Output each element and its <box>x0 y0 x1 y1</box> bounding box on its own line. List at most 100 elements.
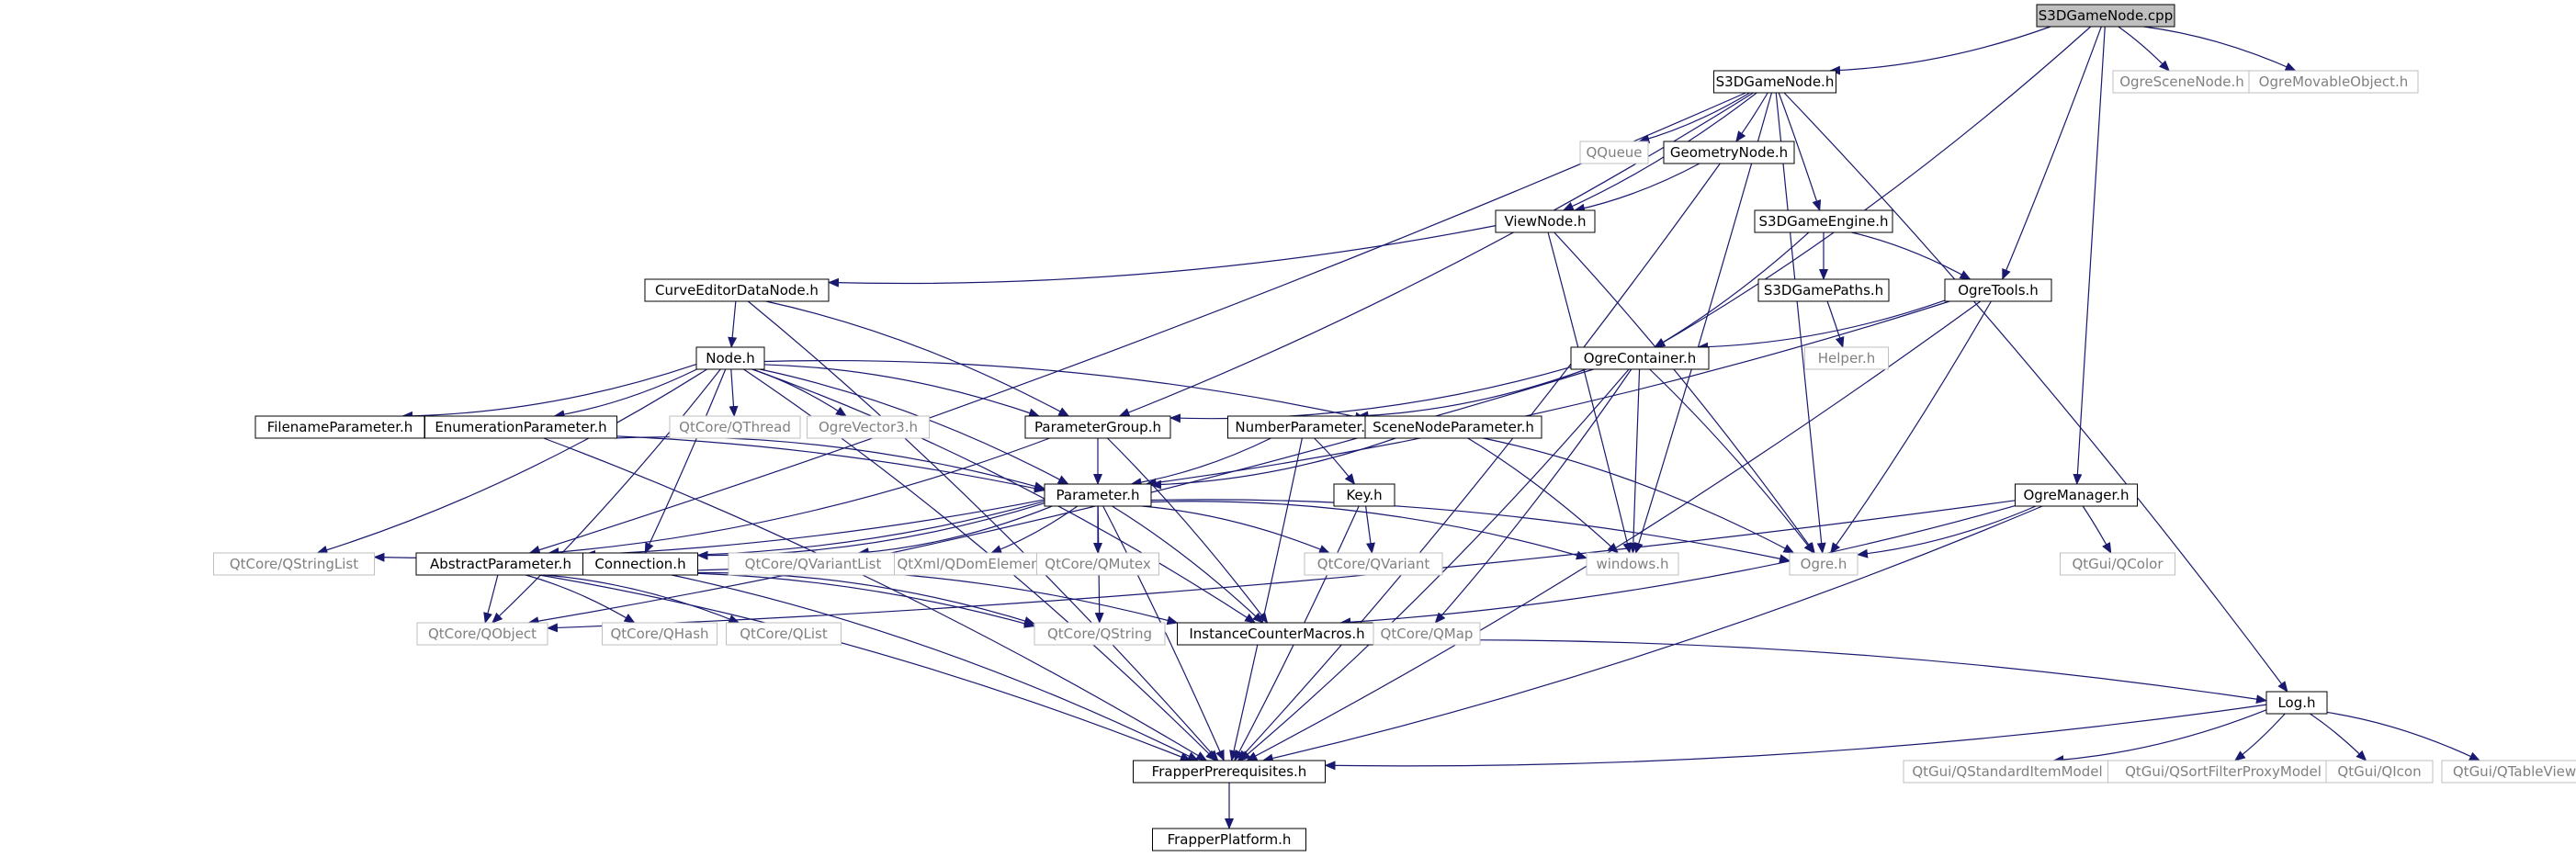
node-viewnode-h[interactable]: ViewNode.h <box>1495 209 1596 233</box>
edge-viewnode-h-to-curveeditordatanode-h <box>828 225 1497 288</box>
edge-ogretools-h-to-frapperprerequisites-h <box>1246 300 1982 761</box>
edge-viewnode-h-to-windows-h <box>1547 231 1633 554</box>
node-s3dgamenode-h[interactable]: S3DGameNode.h <box>1713 70 1836 94</box>
node-label: Connection.h <box>594 556 685 572</box>
node-box <box>1586 552 1679 576</box>
node-qtcore-qlist: QtCore/QList <box>726 622 842 646</box>
node-box <box>2060 552 2175 576</box>
node-qtgui-qstandarditemmodel: QtGui/QStandardItemModel <box>1903 760 2112 784</box>
node-box <box>1036 552 1159 576</box>
node-box <box>2107 760 2339 784</box>
node-box <box>2325 760 2434 784</box>
node-box <box>1133 760 1326 784</box>
node-windows-h: windows.h <box>1586 552 1679 576</box>
node-connection-h[interactable]: Connection.h <box>582 552 698 576</box>
node-box <box>807 415 930 439</box>
node-box <box>1944 278 2052 302</box>
node-box <box>415 552 586 576</box>
node-label: Parameter.h <box>1056 487 1140 503</box>
node-key-h[interactable]: Key.h <box>1333 483 1395 507</box>
node-label: FilenameParameter.h <box>267 419 413 435</box>
edge-parametergroup-h-to-abstractparameter-h <box>548 437 1050 558</box>
edge-log-h-to-qtgui-qtableview <box>2326 711 2480 761</box>
edge-root-to-ogrescenenode-h <box>2118 26 2170 72</box>
node-box <box>1579 141 1649 164</box>
node-log-h[interactable]: Log.h <box>2265 691 2328 715</box>
node-box <box>1333 483 1395 507</box>
edge-curveeditordatanode-h-to-frapperprerequisites-h <box>747 300 1219 761</box>
node-enumerationparameter-h[interactable]: EnumerationParameter.h <box>424 415 617 439</box>
edge-node-h-to-scenenodeparameter-h <box>763 359 1366 422</box>
edge-abstractparameter-h-to-qtcore-qlist <box>545 574 740 624</box>
node-geometrynode-h[interactable]: GeometryNode.h <box>1663 141 1795 164</box>
edge-root-to-ogretools-h <box>2002 26 2102 280</box>
node-label: QtCore/QString <box>1047 626 1152 642</box>
node-ogremanager-h[interactable]: OgreManager.h <box>2015 483 2138 507</box>
node-label: GeometryNode.h <box>1670 144 1788 161</box>
edge-viewnode-h-to-ogre-h <box>1554 231 1815 554</box>
node-instancecountermacros-h[interactable]: InstanceCounterMacros.h <box>1177 622 1377 646</box>
node-box <box>1713 70 1836 94</box>
node-ogrescenenode-h: OgreSceneNode.h <box>2112 70 2252 94</box>
edge-numberparameter-h-to-parameter-h <box>1130 437 1271 488</box>
node-numberparameter-h[interactable]: NumberParameter.h <box>1227 415 1382 439</box>
edge-ogretools-h-to-ogrecontainer-h <box>1697 299 1946 352</box>
edge-s3dgameengine-h-to-ogretools-h <box>1851 231 1972 280</box>
node-qtcore-qstring: QtCore/QString <box>1034 622 1166 646</box>
node-frapperprerequisites-h[interactable]: FrapperPrerequisites.h <box>1133 760 1326 784</box>
edge-root-to-s3dgamenode-h <box>1829 26 2051 75</box>
edge-root-to-ogremovableobject-h <box>2143 26 2297 72</box>
node-label: FrapperPlatform.h <box>1168 831 1292 848</box>
node-box <box>1663 141 1795 164</box>
node-box <box>1024 415 1171 439</box>
node-label: ParameterGroup.h <box>1034 419 1161 435</box>
node-box <box>644 278 830 302</box>
node-abstractparameter-h[interactable]: AbstractParameter.h <box>415 552 586 576</box>
node-filenameparameter-h[interactable]: FilenameParameter.h <box>254 415 425 439</box>
node-box <box>254 415 425 439</box>
edge-node-h-to-enumerationparameter-h <box>553 368 697 420</box>
node-box <box>2441 760 2576 784</box>
edges-layer <box>316 26 2480 829</box>
node-label: QtGui/QStandardItemModel <box>1912 763 2102 780</box>
edge-numberparameter-h-to-frapperprerequisites-h <box>1229 437 1303 761</box>
edge-node-h-to-qtcore-qobject <box>491 368 721 624</box>
node-frapperplatform-h[interactable]: FrapperPlatform.h <box>1152 828 1306 851</box>
node-node-h[interactable]: Node.h <box>695 346 765 370</box>
node-qtgui-qsortfilterproxymodel: QtGui/QSortFilterProxyModel <box>2107 760 2339 784</box>
edge-geometrynode-h-to-frapperprerequisites-h <box>1237 163 1721 761</box>
node-s3dgamepaths-h[interactable]: S3DGamePaths.h <box>1757 278 1890 302</box>
node-label: S3DGameEngine.h <box>1759 213 1889 230</box>
node-qtcore-qvariant: QtCore/QVariant <box>1304 552 1443 576</box>
node-qqueue: QQueue <box>1579 141 1649 164</box>
edge-parameter-h-to-qtcore-qvariant <box>1141 505 1330 554</box>
node-s3dgameengine-h[interactable]: S3DGameEngine.h <box>1754 209 1893 233</box>
node-ogrecontainer-h[interactable]: OgreContainer.h <box>1570 346 1710 370</box>
edge-ogrecontainer-h-to-parametergroup-h <box>1169 366 1572 423</box>
edge-ogrecontainer-h-to-frapperprerequisites-h <box>1239 368 1630 761</box>
edge-s3dgamenode-h-to-log-h <box>1783 92 2288 693</box>
node-label: Node.h <box>706 350 754 366</box>
edge-key-h-to-qtcore-qvariant <box>1365 505 1375 554</box>
node-label: QtXml/QDomElement <box>897 556 1045 572</box>
node-box <box>695 346 765 370</box>
node-root[interactable]: S3DGameNode.cpp <box>2036 4 2175 28</box>
edge-log-h-to-frapperprerequisites-h <box>1324 704 2267 771</box>
node-qtxml-qdomelement: QtXml/QDomElement <box>894 552 1048 576</box>
edge-ogremanager-h-to-qtgui-qcolor <box>2082 505 2112 554</box>
edge-connection-h-to-frapperprerequisites-h <box>671 574 1199 761</box>
node-parametergroup-h[interactable]: ParameterGroup.h <box>1024 415 1171 439</box>
node-label: Ogre.h <box>1801 556 1847 572</box>
node-box <box>1789 552 1859 576</box>
node-ogretools-h[interactable]: OgreTools.h <box>1944 278 2052 302</box>
node-scenenodeparameter-h[interactable]: SceneNodeParameter.h <box>1364 415 1542 439</box>
node-parameter-h[interactable]: Parameter.h <box>1044 483 1152 507</box>
node-curveeditordatanode-h[interactable]: CurveEditorDataNode.h <box>644 278 830 302</box>
node-label: InstanceCounterMacros.h <box>1189 626 1364 642</box>
node-label: QtCore/QThread <box>679 419 791 435</box>
edge-node-h-to-parametergroup-h <box>763 364 1040 418</box>
edge-ogrecontainer-h-to-ogre-h <box>1649 368 1814 554</box>
node-box <box>1177 622 1377 646</box>
node-box <box>416 622 548 646</box>
edge-s3dgamepaths-h-to-helper-h <box>1826 300 1845 348</box>
